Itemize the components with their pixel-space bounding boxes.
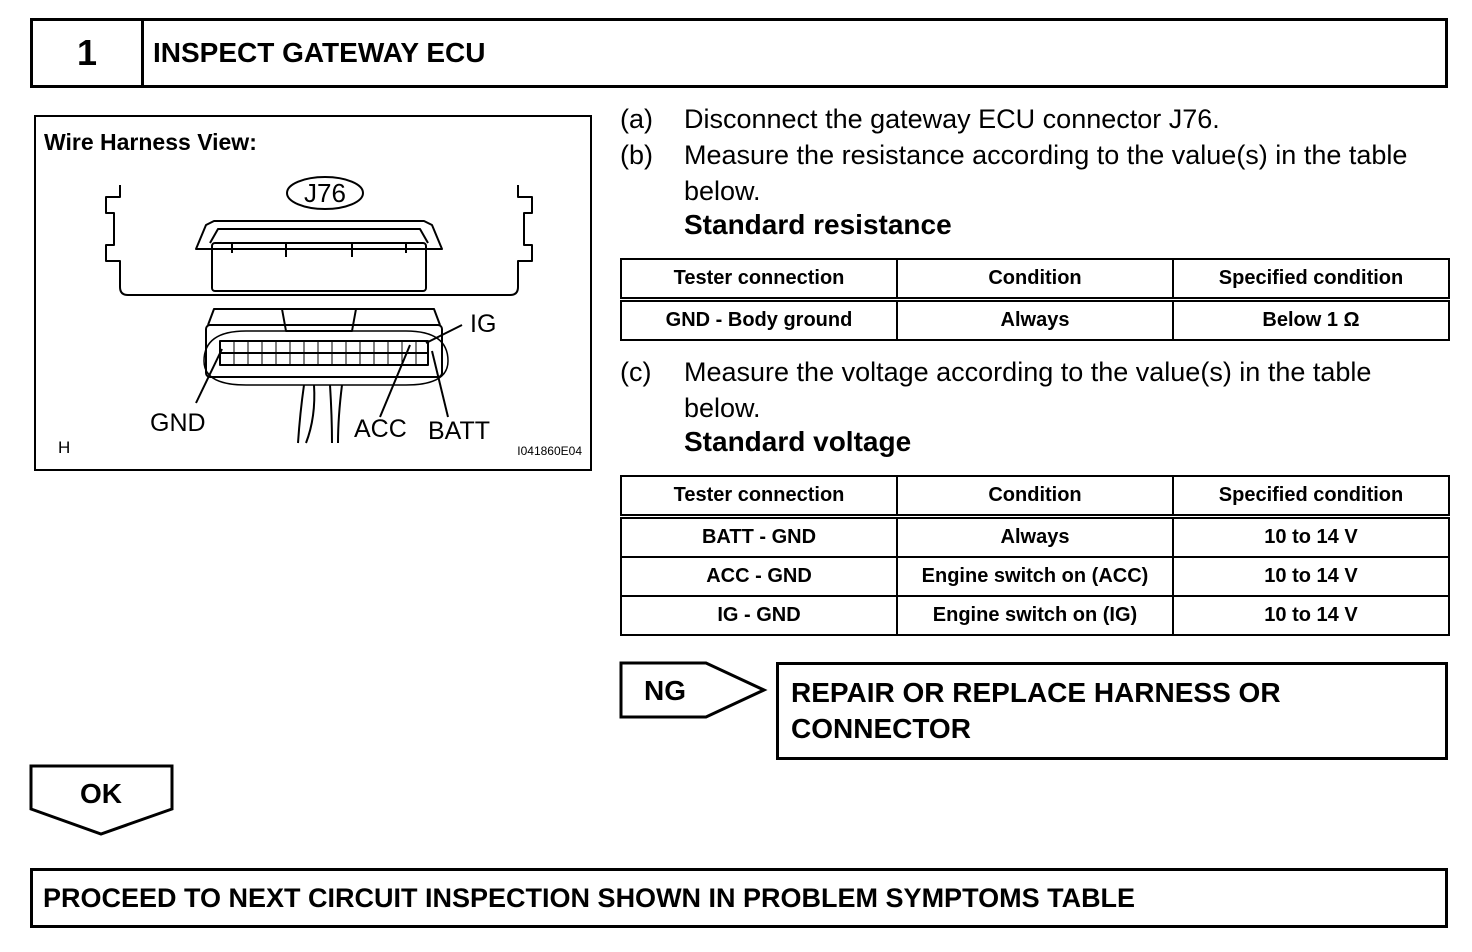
- step-number: 1: [33, 21, 144, 85]
- figure-id: I041860E04: [517, 444, 582, 458]
- cell-specified-condition: 10 to 14 V: [1172, 595, 1450, 636]
- instruction-b: (b) Measure the resistance according to …: [620, 137, 1448, 209]
- table-row: GND - Body ground Always Below 1 Ω: [620, 298, 1450, 341]
- cell-tester-connection: BATT - GND: [620, 515, 898, 558]
- instruction-c-label: (c): [620, 357, 652, 387]
- pin-label-ig: IG: [470, 310, 496, 338]
- view-code: H: [58, 438, 70, 457]
- resistance-heading: Standard resistance: [684, 209, 952, 240]
- header-specified-condition: Specified condition: [1172, 475, 1450, 519]
- connector-illustration: J76 IG GND ACC BATT H I041860E04: [58, 176, 582, 458]
- cell-tester-connection: GND - Body ground: [620, 298, 898, 341]
- resistance-table: Tester connection Condition Specified co…: [620, 258, 1450, 341]
- connector-label: J76: [304, 178, 346, 208]
- ng-result-text: REPAIR OR REPLACE HARNESS OR CONNECTOR: [791, 677, 1281, 744]
- instruction-a-label: (a): [620, 104, 653, 134]
- cell-specified-condition: Below 1 Ω: [1172, 298, 1450, 341]
- step-header: 1 INSPECT GATEWAY ECU: [30, 18, 1448, 88]
- cell-condition: Engine switch on (IG): [896, 595, 1174, 636]
- ng-result-box: REPAIR OR REPLACE HARNESS OR CONNECTOR: [776, 662, 1448, 760]
- ng-label: NG: [644, 675, 686, 706]
- voltage-table: Tester connection Condition Specified co…: [620, 475, 1450, 636]
- cell-tester-connection: ACC - GND: [620, 556, 898, 597]
- cell-specified-condition: 10 to 14 V: [1172, 556, 1450, 597]
- cell-condition: Engine switch on (ACC): [896, 556, 1174, 597]
- header-condition: Condition: [896, 258, 1174, 302]
- cell-condition: Always: [896, 515, 1174, 558]
- pin-label-batt: BATT: [428, 417, 490, 445]
- step-title: INSPECT GATEWAY ECU: [153, 37, 486, 68]
- instruction-c: (c) Measure the voltage according to the…: [620, 354, 1448, 426]
- ok-label: OK: [80, 778, 122, 809]
- instruction-a: (a) Disconnect the gateway ECU connector…: [620, 101, 1448, 137]
- header-tester-connection: Tester connection: [620, 475, 898, 519]
- cell-specified-condition: 10 to 14 V: [1172, 515, 1450, 558]
- table-row: ACC - GND Engine switch on (ACC) 10 to 1…: [620, 556, 1450, 597]
- voltage-heading: Standard voltage: [684, 426, 912, 457]
- instruction-a-text: Disconnect the gateway ECU connector J76…: [684, 104, 1220, 134]
- instruction-b-label: (b): [620, 140, 653, 170]
- cell-condition: Always: [896, 298, 1174, 341]
- cell-tester-connection: IG - GND: [620, 595, 898, 636]
- header-tester-connection: Tester connection: [620, 258, 898, 302]
- final-instruction-text: PROCEED TO NEXT CIRCUIT INSPECTION SHOWN…: [43, 882, 1136, 913]
- instruction-b-text: Measure the resistance according to the …: [684, 140, 1408, 206]
- header-condition: Condition: [896, 475, 1174, 519]
- pin-label-acc: ACC: [354, 415, 407, 443]
- pin-label-gnd: GND: [150, 409, 206, 437]
- instruction-c-text: Measure the voltage according to the val…: [684, 357, 1372, 423]
- table-header-row: Tester connection Condition Specified co…: [620, 475, 1450, 519]
- figure-title: Wire Harness View:: [44, 129, 257, 155]
- ok-arrow: OK: [29, 764, 174, 836]
- header-specified-condition: Specified condition: [1172, 258, 1450, 302]
- table-header-row: Tester connection Condition Specified co…: [620, 258, 1450, 302]
- final-instruction-box: PROCEED TO NEXT CIRCUIT INSPECTION SHOWN…: [30, 868, 1448, 928]
- ng-arrow: NG: [619, 661, 768, 719]
- table-row: IG - GND Engine switch on (IG) 10 to 14 …: [620, 595, 1450, 636]
- wire-harness-figure: Wire Harness View:: [34, 115, 592, 471]
- table-row: BATT - GND Always 10 to 14 V: [620, 515, 1450, 558]
